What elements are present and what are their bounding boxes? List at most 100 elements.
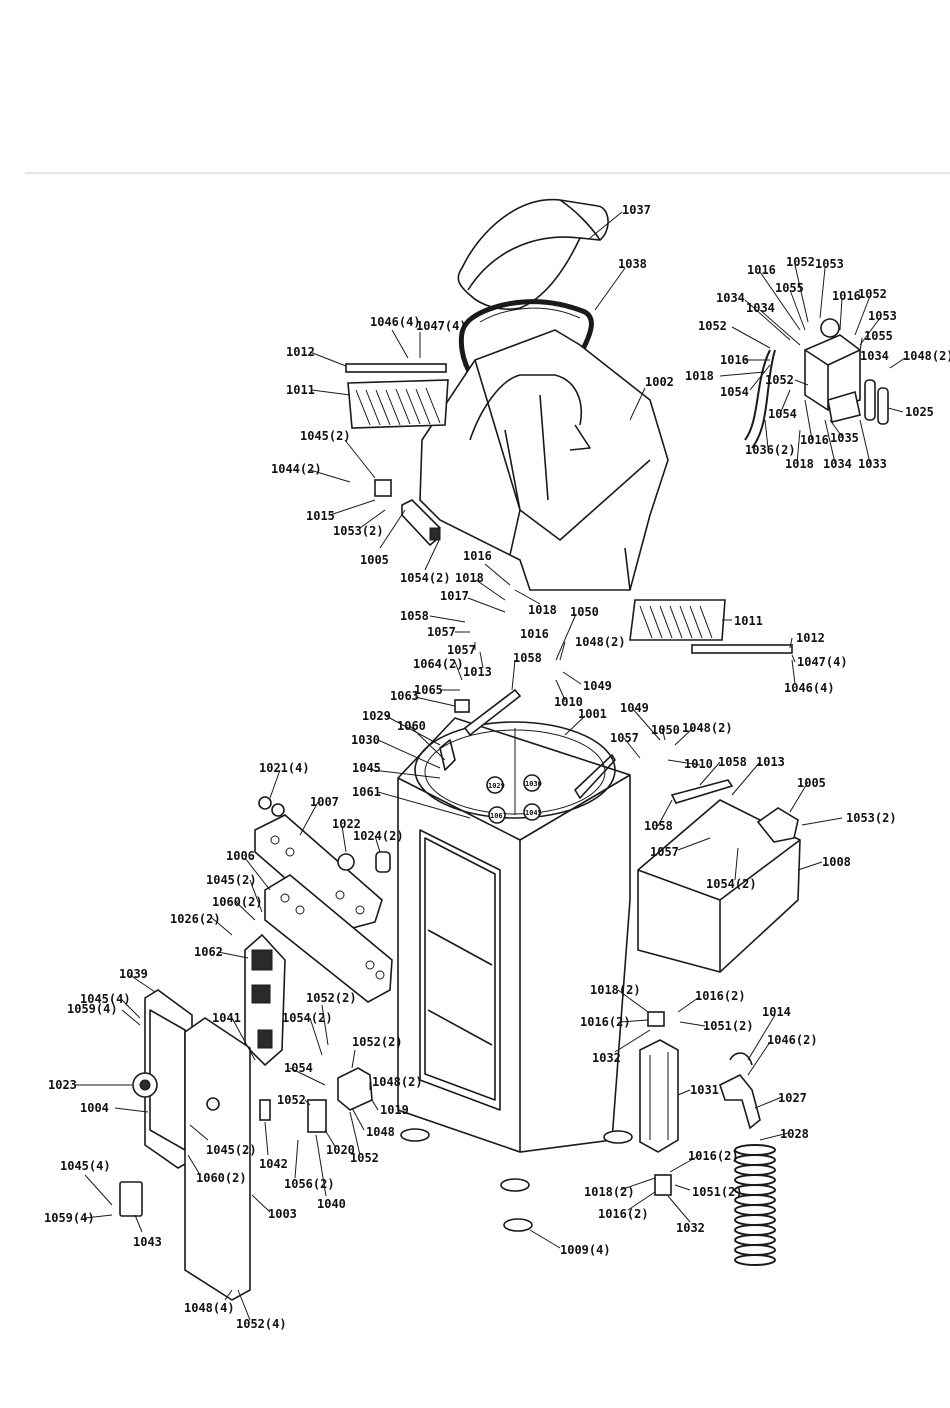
- label-1052-e: 1052: [786, 255, 815, 269]
- label-1007: 1007: [310, 795, 339, 809]
- label-1052-2-b: 1052(2): [352, 1035, 403, 1049]
- leader-lines: [75, 211, 906, 1321]
- label-1062: 1062: [194, 945, 223, 959]
- label-1045-2-c: 1045(2): [206, 1143, 257, 1157]
- label-1016-b: 1016: [520, 627, 549, 641]
- label-1057-a: 1057: [427, 625, 456, 639]
- label-1031: 1031: [690, 1083, 719, 1097]
- label-1024-2: 1024(2): [353, 829, 404, 843]
- panel-1039-1004: [132, 989, 193, 1169]
- label-1049-a: 1049: [583, 679, 612, 693]
- bar-1007: [254, 814, 383, 931]
- label-1048-2-a: 1048(2): [575, 635, 626, 649]
- label-1015: 1015: [306, 509, 335, 523]
- label-1052-d: 1052: [350, 1151, 379, 1165]
- label-1054-c: 1054: [284, 1061, 313, 1075]
- label-1016-e: 1016: [720, 353, 749, 367]
- label-1050-a: 1050: [570, 605, 599, 619]
- label-1001: 1001: [578, 707, 607, 721]
- label-1058-b: 1058: [513, 651, 542, 665]
- label-1028: 1028: [780, 1127, 809, 1141]
- label-1012-right: 1012: [796, 631, 825, 645]
- label-1046-4-right: 1046(4): [784, 681, 835, 695]
- feet-1009: [400, 1128, 633, 1232]
- label-1036-2: 1036(2): [745, 443, 796, 457]
- label-1034-b: 1034: [746, 301, 775, 315]
- handle-1043: [119, 1181, 143, 1217]
- label-1026-2: 1026(2): [170, 912, 221, 926]
- label-1045-4-b: 1045(4): [60, 1159, 111, 1173]
- label-1057-b: 1057: [447, 643, 476, 657]
- label-1063: 1063: [390, 689, 419, 703]
- label-1054-e: 1054: [768, 407, 797, 421]
- label-1051-2-b: 1051(2): [692, 1185, 743, 1199]
- label-1058-d: 1058: [644, 819, 673, 833]
- label-1018-b: 1018: [528, 603, 557, 617]
- label-1048-2-b: 1048(2): [682, 721, 733, 735]
- label-1016-d: 1016: [832, 289, 861, 303]
- label-1048-2-d: 1048(2): [903, 349, 950, 363]
- label-1005-a: 1005: [360, 553, 389, 567]
- label-1040: 1040: [317, 1197, 346, 1211]
- label-1064-2: 1064(2): [413, 657, 464, 671]
- label-1032-a: 1032: [592, 1051, 621, 1065]
- label-1018-2-b: 1018(2): [584, 1185, 635, 1199]
- bracket-1005-top: [374, 479, 441, 547]
- tray-1008: [637, 799, 801, 973]
- label-1051-2-a: 1051(2): [703, 1019, 754, 1033]
- label-1012-top: 1012: [286, 345, 315, 359]
- label-1017: 1017: [440, 589, 469, 603]
- label-1035: 1035: [830, 431, 859, 445]
- knob-1022: [337, 853, 355, 871]
- bracket-1032-bottom: [654, 1174, 672, 1196]
- label-1061: 1061: [352, 785, 381, 799]
- label-1010-a: 1010: [554, 695, 583, 709]
- label-1060-2-b: 1060(2): [196, 1171, 247, 1185]
- cylinder-1031: [639, 1039, 679, 1153]
- label-1060-2-a: 1060(2): [212, 895, 263, 909]
- bowl-label-d: 1045: [525, 809, 542, 817]
- bracket-1005-right: [756, 807, 799, 843]
- label-1032-b: 1032: [676, 1221, 705, 1235]
- label-1053-2-b: 1053(2): [846, 811, 897, 825]
- label-1056-2: 1056(2): [284, 1177, 335, 1191]
- label-1048-2-c: 1048(2): [372, 1075, 423, 1089]
- label-1027: 1027: [778, 1091, 807, 1105]
- label-1041: 1041: [212, 1011, 241, 1025]
- label-1045: 1045: [352, 761, 381, 775]
- label-1052-c: 1052: [277, 1093, 306, 1107]
- louver-1011-right: [629, 599, 793, 654]
- capacitors-1025: [864, 379, 889, 425]
- label-1037: 1037: [622, 203, 651, 217]
- label-1016-2-b: 1016(2): [695, 989, 746, 1003]
- label-1034-c: 1034: [860, 349, 889, 363]
- label-1038: 1038: [618, 257, 647, 271]
- label-1045-2-a: 1045(2): [300, 429, 351, 443]
- label-1059-4-a: 1059(4): [67, 1002, 118, 1016]
- label-1013-b: 1013: [756, 755, 785, 769]
- bowl-label-c: 1061: [490, 812, 507, 820]
- label-1065: 1065: [414, 683, 443, 697]
- label-1053-2-a: 1053(2): [333, 524, 384, 538]
- label-1019: 1019: [380, 1103, 409, 1117]
- hook-1014: [729, 1052, 753, 1066]
- label-1016-2-c: 1016(2): [688, 1149, 739, 1163]
- label-1054-2-b: 1054(2): [706, 877, 757, 891]
- label-1034-d: 1034: [823, 457, 852, 471]
- switch-1040: [307, 1099, 327, 1133]
- label-1057-d: 1057: [650, 845, 679, 859]
- board-1062: [244, 933, 286, 1067]
- label-1003: 1003: [268, 1207, 297, 1221]
- label-1054-2-c: 1054(2): [282, 1011, 333, 1025]
- terminal-1019: [337, 1067, 373, 1111]
- label-1034-a: 1034: [716, 291, 745, 305]
- label-1029: 1029: [362, 709, 391, 723]
- label-1013-a: 1013: [463, 665, 492, 679]
- block-1063: [454, 699, 470, 713]
- label-1053-d: 1053: [868, 309, 897, 323]
- label-1016-2-a: 1016(2): [580, 1015, 631, 1029]
- label-1052-2-a: 1052(2): [306, 991, 357, 1005]
- label-1011-top: 1011: [286, 383, 315, 397]
- label-1030: 1030: [351, 733, 380, 747]
- label-1053-c: 1053: [815, 257, 844, 271]
